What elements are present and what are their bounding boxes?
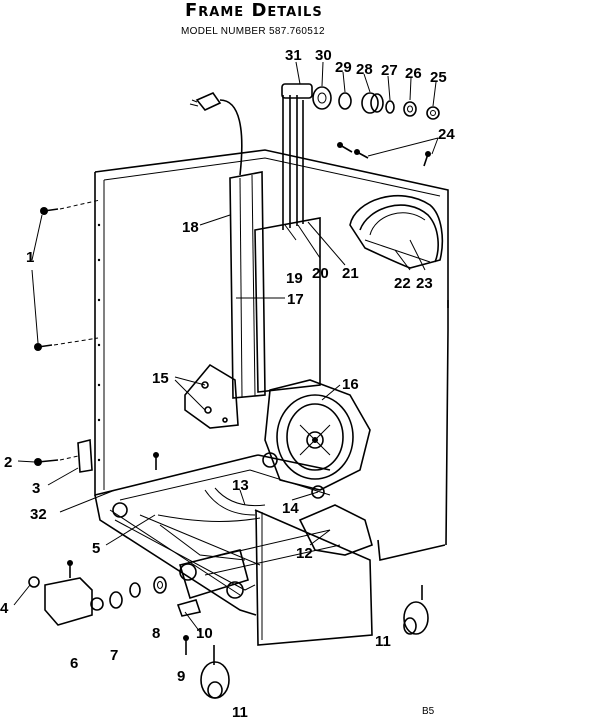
label-6: 6 [70, 655, 78, 672]
label-23: 23 [416, 275, 433, 292]
label-13: 13 [232, 477, 249, 494]
label-10: 10 [196, 625, 213, 642]
label-8: 8 [152, 625, 160, 642]
blower-housing [264, 379, 371, 491]
label-9: 9 [177, 668, 185, 685]
part-labels: 1 2 3 4 5 6 7 8 9 10 11 11 12 13 14 15 1… [0, 47, 455, 718]
label-18: 18 [182, 219, 199, 236]
label-11-bottom: 11 [232, 704, 248, 718]
label-29: 29 [335, 59, 352, 76]
screws-24 [337, 142, 431, 167]
heater-housing [349, 195, 444, 269]
label-4: 4 [0, 600, 9, 617]
label-5: 5 [92, 540, 100, 557]
label-28: 28 [356, 61, 373, 78]
model-number: MODEL NUMBER 587.760512 [181, 26, 325, 37]
drive-motor [112, 452, 341, 600]
label-12: 12 [296, 545, 313, 562]
label-27: 27 [381, 62, 398, 79]
label-24: 24 [438, 126, 455, 143]
label-11-right: 11 [375, 633, 391, 650]
loose-parts-left [28, 199, 429, 699]
idler-12 [298, 504, 373, 556]
label-3: 3 [32, 480, 40, 497]
wires-base [157, 487, 266, 522]
leader-lines [13, 61, 439, 633]
label-15: 15 [152, 370, 169, 387]
wire-harness [254, 95, 321, 393]
label-22: 22 [394, 275, 411, 292]
cabinet-frame [94, 149, 449, 646]
label-2: 2 [4, 454, 12, 471]
label-32: 32 [30, 506, 47, 523]
diagram-title: Frame Details [185, 0, 323, 21]
label-21: 21 [342, 265, 359, 282]
label-19: 19 [286, 270, 303, 287]
label-25: 25 [430, 69, 447, 86]
label-31: 31 [285, 47, 302, 64]
label-14: 14 [282, 500, 299, 517]
side-holes [97, 223, 101, 462]
label-30: 30 [315, 47, 332, 64]
bracket-15 [184, 363, 239, 429]
top-switch-assembly [281, 83, 440, 120]
label-20: 20 [312, 265, 329, 282]
label-1: 1 [26, 249, 34, 266]
label-17: 17 [287, 291, 304, 308]
vertical-channel [229, 171, 266, 399]
label-26: 26 [405, 65, 422, 82]
label-16: 16 [342, 376, 359, 393]
page-code: B5 [422, 706, 435, 717]
label-7: 7 [110, 647, 118, 664]
power-cord [189, 92, 243, 176]
